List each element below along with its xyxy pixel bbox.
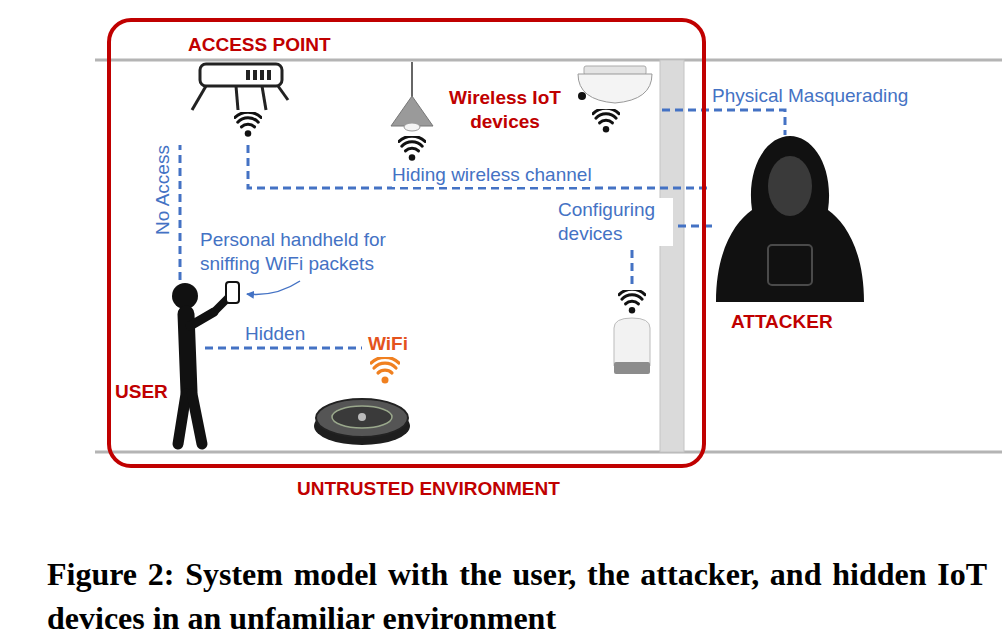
vacuum-top [316,399,408,437]
wifi-icon [371,357,399,383]
router-icon [192,64,288,137]
edge-label: Hidden [245,322,305,346]
user-figure [172,282,239,444]
speaker-body [614,318,650,366]
vacuum-button [358,413,366,421]
attacker-face [768,156,812,216]
lamp-icon [391,62,433,161]
attacker: ATTACKER [712,135,868,336]
lamp-bulb [404,123,420,131]
wifi-icon [593,108,619,132]
lamp-shade [391,96,433,126]
user-head [172,283,198,309]
edge-label: No Access [151,145,175,235]
node-label: ACCESS POINT [188,33,331,57]
dashed-connector [205,347,362,350]
roomba-wifi: WiFi [362,330,418,392]
attacker-bag [768,245,812,285]
wall-line [95,451,1002,454]
router-leg [192,86,206,110]
vacuum-panel [332,406,392,428]
camera-lens [578,92,586,100]
user: USER [110,280,205,452]
user-leg [192,394,202,444]
edge-label: Hiding wireless channel [392,163,592,187]
iot-device-group: Wireless IoT devices [440,62,662,142]
router-body [200,64,282,86]
router-leg [236,86,238,110]
attacker-hood [716,136,864,302]
node-label: UNTRUSTED ENVIRONMENT [297,477,560,501]
annotation-label: Configuring devices [558,198,673,246]
router-led [267,70,271,80]
router-leg [262,86,266,110]
user-arm [190,312,214,326]
smart-speaker-icon [614,289,650,374]
attacker-figure [716,136,864,302]
router-leg [278,86,288,100]
annotation-label: Personal handheld for sniffing WiFi pack… [200,228,415,276]
wall-line [95,59,1002,62]
handheld-phone [226,282,239,303]
figure-caption: Figure 2: System model with the user, th… [47,552,987,640]
node-label: USER [115,380,168,404]
wall [660,60,684,452]
router-led [246,70,250,80]
dashed-connector [662,110,785,135]
camera-icon [578,66,652,133]
router-led [253,70,257,80]
edge-label: Physical Masquerading [712,84,908,108]
node-label: ATTACKER [731,310,833,334]
access-point: ACCESS POINT [175,30,350,145]
wifi-icon [399,136,425,160]
node-label: Wireless IoT devices [440,86,570,134]
router-led [260,70,264,80]
wifi-icon [235,112,261,136]
robot-vacuum-icon [314,357,410,445]
node-label: WiFi [368,332,408,356]
speaker-base [614,362,650,374]
camera-dome [578,74,652,103]
user-leg [178,394,186,444]
dashed-connector [248,145,712,188]
dashed-connector [179,145,182,280]
lamp-cord [411,62,413,98]
wifi-icon [619,289,645,313]
leader-line [247,281,300,294]
